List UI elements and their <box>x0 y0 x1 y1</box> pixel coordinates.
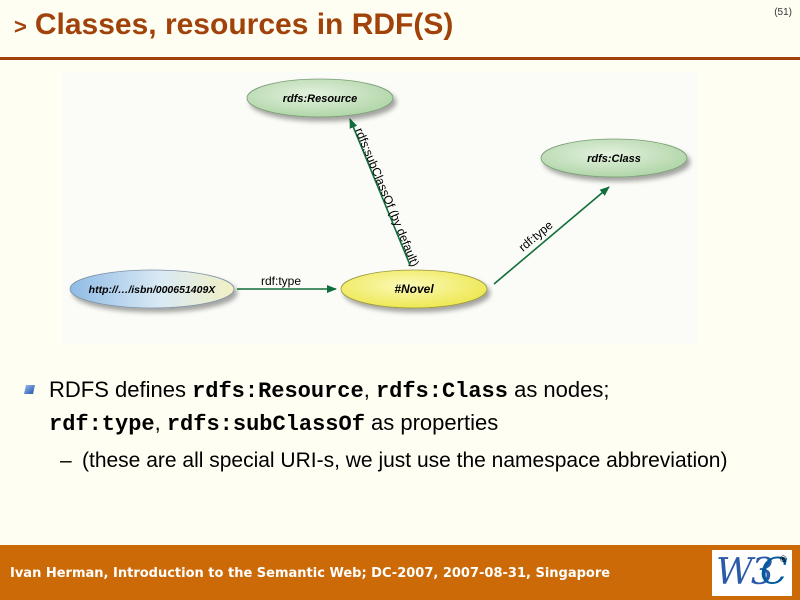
footer-citation: Ivan Herman, Introduction to the Semanti… <box>10 566 611 581</box>
node-novel <box>340 269 488 309</box>
title-marker: > <box>14 14 27 39</box>
bullet-sub: – (these are all special URI-s, we just … <box>22 448 782 474</box>
edge-label-subclassof: rdfs:subClassOf (by default) <box>352 126 422 269</box>
title-text: Classes, resources in RDF(S) <box>34 8 454 41</box>
bullet-icon <box>24 385 35 394</box>
slide-content: RDFS defines rdfs:Resource, rdfs:Class a… <box>22 374 782 474</box>
code-rdf-type: rdf:type <box>49 412 155 437</box>
w3c-logo-registered: ® <box>780 554 787 564</box>
footer-bar: Ivan Herman, Introduction to the Semanti… <box>0 545 800 600</box>
sub-bullet-text: (these are all special URI-s, we just us… <box>82 449 728 472</box>
bullet-text-1: RDFS defines <box>49 377 193 402</box>
bullet-text-2: , <box>363 377 376 402</box>
edge-label-type-to-novel: rdf:type <box>261 274 301 288</box>
edge-type-to-class <box>493 186 610 285</box>
bullet-text-4: , <box>154 410 167 435</box>
node-label-rdfs-class: rdfs:Class <box>587 153 641 165</box>
node-rdfs-class <box>540 138 688 178</box>
code-rdfs-class: rdfs:Class <box>375 379 508 404</box>
w3c-logo[interactable]: W3 C ® <box>712 550 792 596</box>
w3c-logo-c: C <box>760 552 788 593</box>
node-isbn <box>69 269 235 309</box>
rdf-diagram: rdfs:subClassOf (by default) rdf:type rd… <box>69 78 688 309</box>
slide-title: > Classes, resources in RDF(S) <box>14 8 453 42</box>
node-label-isbn: http://…/isbn/000651409X <box>89 284 217 296</box>
edge-subclassof <box>349 118 411 266</box>
bullet-main: RDFS defines rdfs:Resource, rdfs:Class a… <box>22 374 782 440</box>
bullet-text-3: as nodes; <box>507 377 610 402</box>
slide-number: (51) <box>774 7 792 18</box>
node-rdfs-resource <box>246 78 394 118</box>
node-label-rdfs-resource: rdfs:Resource <box>283 93 358 105</box>
sub-bullet-dash: – <box>60 449 72 472</box>
w3c-logo-w3: W3 <box>716 552 774 593</box>
code-rdfs-subclassof: rdfs:subClassOf <box>166 412 365 437</box>
title-rule <box>0 57 800 60</box>
node-label-novel: #Novel <box>394 282 434 296</box>
code-rdfs-resource: rdfs:Resource <box>192 379 364 404</box>
bullet-text-5: as properties <box>364 410 499 435</box>
